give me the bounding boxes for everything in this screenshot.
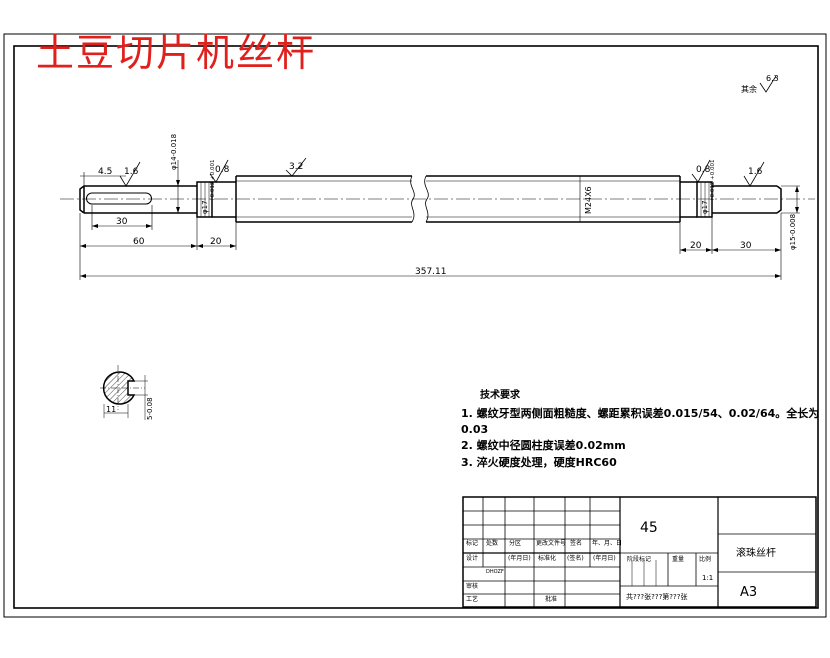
tb-label-zone: 分区 — [509, 540, 522, 547]
dim-rough-3-2: 3.2 — [289, 162, 303, 172]
tb-sign-date: (年月日) — [508, 555, 531, 562]
tb-label-process: 工艺 — [466, 596, 479, 603]
tb-label-sign: 签名 — [570, 540, 583, 547]
drawing-title: 土豆切片机丝杆 — [36, 31, 317, 75]
tb-sheets-label: 共???张???第???张 — [626, 593, 688, 601]
sheet-size: A3 — [740, 585, 758, 600]
tb-design-code: DHOZF — [486, 569, 504, 575]
tb-stage-label: 阶段标记 — [627, 556, 652, 563]
tb-std-label: 标准化 — [538, 555, 557, 562]
tb-scale-label: 比例 — [699, 556, 712, 563]
dimension-arrows — [80, 180, 799, 278]
tol-phi14: φ14-0.018 — [170, 134, 178, 170]
dimension-labels: 4.5 1.6 0.8 3.2 0.8 1.6 30 60 20 20 30 3… — [98, 74, 779, 277]
notes-line-3: 3. 淬火硬度处理，硬度HRC60 — [461, 456, 617, 469]
outer-border — [3, 33, 827, 618]
section-tol: 5-0.08 — [146, 397, 154, 420]
tb-weight-label: 重量 — [672, 556, 685, 563]
dimension-lines — [79, 160, 800, 280]
tb-sign-label: (签名) — [567, 555, 584, 562]
dim-phi17-left: φ17 — [201, 200, 209, 214]
roughness-symbols — [119, 75, 777, 187]
part-name: 滚珠丝杆 — [736, 548, 776, 559]
tol-phi15: φ15-0.008 — [789, 214, 797, 250]
tol-phi17-right: +0.012 +0.001 — [710, 160, 716, 202]
tb-approve-label: 批准 — [545, 596, 558, 603]
dim-30-left: 30 — [116, 217, 128, 227]
dim-phi17-right: φ17 — [701, 200, 709, 214]
tb-label-mark: 标记 — [466, 540, 479, 547]
dim-30-right: 30 — [740, 241, 752, 251]
tb-label-date: 年、月、日 — [592, 540, 623, 547]
section-dim-11: 11 — [106, 405, 116, 414]
vertical-labels: φ14-0.018 φ17 +0.012 +0.001 M24X6 φ17 +0… — [170, 134, 797, 250]
dim-60: 60 — [133, 237, 145, 247]
title-block-grid — [462, 496, 817, 608]
notes-heading: 技术要求 — [480, 390, 520, 401]
dim-rest-label: 其余 — [741, 84, 757, 94]
dim-rough-1-6-right: 1.6 — [748, 167, 763, 177]
dim-4-5: 4.5 — [98, 167, 112, 177]
dim-rough-1-6-left: 1.6 — [124, 167, 139, 177]
tb-label-design: 设计 — [466, 555, 479, 562]
scale: 1:1 — [702, 574, 714, 582]
dim-rest-value: 6.3 — [766, 74, 779, 83]
tb-sign-date2: (年月日) — [593, 555, 616, 562]
tb-label-review: 审核 — [466, 583, 479, 590]
tb-label-count: 处数 — [486, 540, 499, 547]
bearing-seat-lines — [200, 182, 710, 217]
inner-border — [13, 45, 819, 609]
material: 45 — [640, 520, 658, 536]
dim-20-right: 20 — [690, 241, 702, 251]
tb-label-change: 更改文件号 — [536, 540, 567, 547]
dim-total-length: 357.11 — [415, 267, 447, 277]
notes-line-1: 1. 螺纹牙型两侧面粗糙度、螺距累积误差0.015/54、0.02/64。全长为 — [461, 407, 820, 420]
dim-rough-0-8-left: 0.8 — [215, 165, 230, 175]
notes-line-2: 2. 螺纹中径圆柱度误差0.02mm — [461, 439, 626, 452]
thread-label: M24X6 — [584, 186, 593, 214]
tol-phi17-left: +0.012 +0.001 — [210, 160, 216, 202]
cross-section: 11 5-0.08 — [100, 365, 154, 420]
dim-20-left: 20 — [210, 237, 222, 247]
dim-rough-0-8-right: 0.8 — [696, 165, 711, 175]
notes-line-1b: 0.03 — [461, 423, 489, 436]
